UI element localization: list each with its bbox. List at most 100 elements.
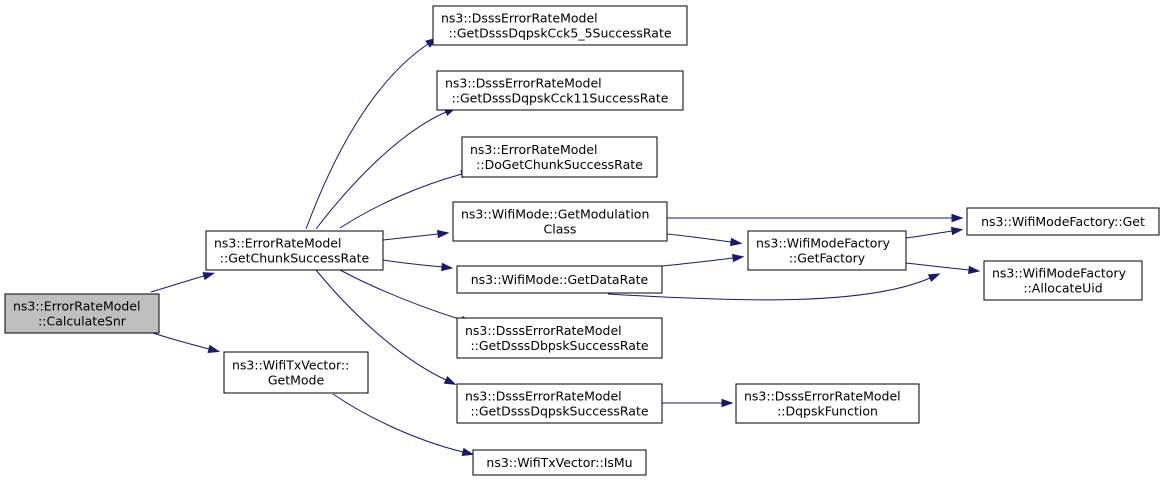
edge-getrate-to-getfactory [661,253,745,267]
node-cck55[interactable]: ns3::DsssErrorRateModel::GetDsssDqpskCck… [432,5,688,46]
node-label: ::GetChunkSuccessRate [220,251,370,266]
node-label: ns3::WifiMode::GetDataRate [471,272,649,287]
arrow-head-icon [950,226,964,236]
edge-line [607,277,931,301]
node-label: ns3::WifiTxVector::IsMu [486,455,632,470]
node-label: ns3::WifiTxVector:: [232,358,349,373]
edge-line [339,173,463,229]
edge-getfactory-to-alloc [905,262,981,275]
arrow-head-icon [437,229,450,239]
node-label: ns3::ErrorRateModel [214,236,341,251]
node-label: ::GetDsssDqpskCck5_5SuccessRate [448,26,671,41]
node-getrate[interactable]: ns3::WifiMode::GetDataRate [456,265,663,294]
arrow-head-icon [441,262,454,272]
node-label: ::GetDsssDqpskCck11SuccessRate [452,91,669,106]
edge-line [382,259,443,268]
edge-line [382,233,439,241]
node-box [432,5,688,46]
node-label: ns3::DsssErrorRateModel [744,389,901,404]
node-label: ns3::DsssErrorRateModel [465,323,622,338]
edge-get_chunk-to-dbpsk [339,269,473,324]
node-doget[interactable]: ns3::ErrorRateModel::DoGetChunkSuccessRa… [461,136,658,178]
node-wmf_get[interactable]: ns3::WifiModeFactory::Get [966,207,1160,236]
node-box [966,207,1160,236]
edge-get_chunk-to-getmod [382,229,450,241]
node-get_chunk[interactable]: ns3::ErrorRateModel::GetChunkSuccessRate [205,230,384,271]
node-label: ns3::WifiModeFactory [756,236,891,251]
node-label: ::DqpskFunction [777,404,878,419]
node-label: ns3::WifiModeFactory [992,266,1127,281]
edge-line [305,43,429,230]
arrow-head-icon [731,253,745,263]
node-box [223,351,369,394]
node-box [472,449,647,476]
node-label: ::DoGetChunkSuccessRate [476,157,643,172]
node-label: ns3::ErrorRateModel [13,299,140,314]
edge-line [152,332,210,350]
arrow-head-icon [729,237,743,247]
node-cck11[interactable]: ns3::DsssErrorRateModel::GetDsssDqpskCck… [436,70,684,111]
node-label: ::AllocateUid [1023,281,1102,296]
node-box [456,265,663,294]
node-box [983,260,1143,301]
node-label: Class [544,222,577,237]
arrow-head-icon [721,398,734,408]
node-box [436,70,684,111]
edge-getmod-to-wmf_get [667,213,964,223]
arrow-head-icon [951,213,964,223]
node-ismu[interactable]: ns3::WifiTxVector::IsMu [472,449,647,476]
edge-calc_snr-to-get_chunk [150,272,216,293]
node-dqpskfn[interactable]: ns3::DsssErrorRateModel::DqpskFunction [735,383,920,424]
edge-line [905,230,953,239]
edge-line [332,393,464,453]
node-label: ns3::WifiModeFactory::Get [981,214,1145,229]
node-alloc[interactable]: ns3::WifiModeFactory::AllocateUid [983,260,1143,301]
node-box [456,383,663,424]
node-label: ::GetDsssDbpskSuccessRate [470,338,648,353]
edge-getmod-to-getfactory [666,233,743,247]
edge-get_chunk-to-doget [339,170,474,229]
node-get_txvec_mode[interactable]: ns3::WifiTxVector::GetMode [223,351,369,394]
arrow-head-icon [461,447,475,456]
arrow-head-icon [968,265,981,275]
node-box [747,230,907,271]
node-label: ns3::ErrorRateModel [470,142,597,157]
edge-getfactory-to-wmf_get [905,226,964,239]
arrow-head-icon [927,273,941,283]
node-box [461,136,658,178]
edge-line [339,269,463,321]
edge-line [661,257,734,267]
edge-get_txvec_mode-to-ismu [332,393,475,456]
edge-getrate-to-wmf_get [607,273,941,301]
edge-line [315,111,447,230]
edge-line [150,275,205,293]
edge-get_chunk-to-getrate [382,259,454,272]
node-dqpsk[interactable]: ns3::DsssErrorRateModel::GetDsssDqpskSuc… [456,383,663,424]
node-box [735,383,920,424]
node-calc_snr[interactable]: ns3::ErrorRateModel::CalculateSnr [4,293,160,334]
edge-line [666,233,732,243]
edge-get_chunk-to-cck11 [315,107,457,230]
node-dbpsk[interactable]: ns3::DsssErrorRateModel::GetDsssDbpskSuc… [456,317,663,359]
edge-get_chunk-to-cck55 [305,37,438,230]
node-label: ::GetFactory [789,251,866,266]
node-label: ::CalculateSnr [38,314,127,329]
edges-layer [150,37,981,456]
edge-calc_snr-to-get_txvec_mode [152,332,221,353]
nodes-layer: ns3::ErrorRateModel::CalculateSnrns3::Er… [4,5,1160,476]
node-label: GetMode [268,373,325,388]
node-label: ns3::DsssErrorRateModel [465,389,622,404]
edge-line [315,269,447,381]
arrow-head-icon [207,344,221,353]
edge-get_chunk-to-dqpsk [315,269,457,385]
node-box [205,230,384,271]
arrow-head-icon [202,272,216,281]
node-box [452,201,668,242]
edge-dqpsk-to-dqpskfn [662,398,734,408]
node-getfactory[interactable]: ns3::WifiModeFactory::GetFactory [747,230,907,271]
node-label: ns3::DsssErrorRateModel [441,11,598,26]
arrow-head-icon [443,375,457,385]
node-label: ns3::WifiMode::GetModulation [461,207,649,222]
